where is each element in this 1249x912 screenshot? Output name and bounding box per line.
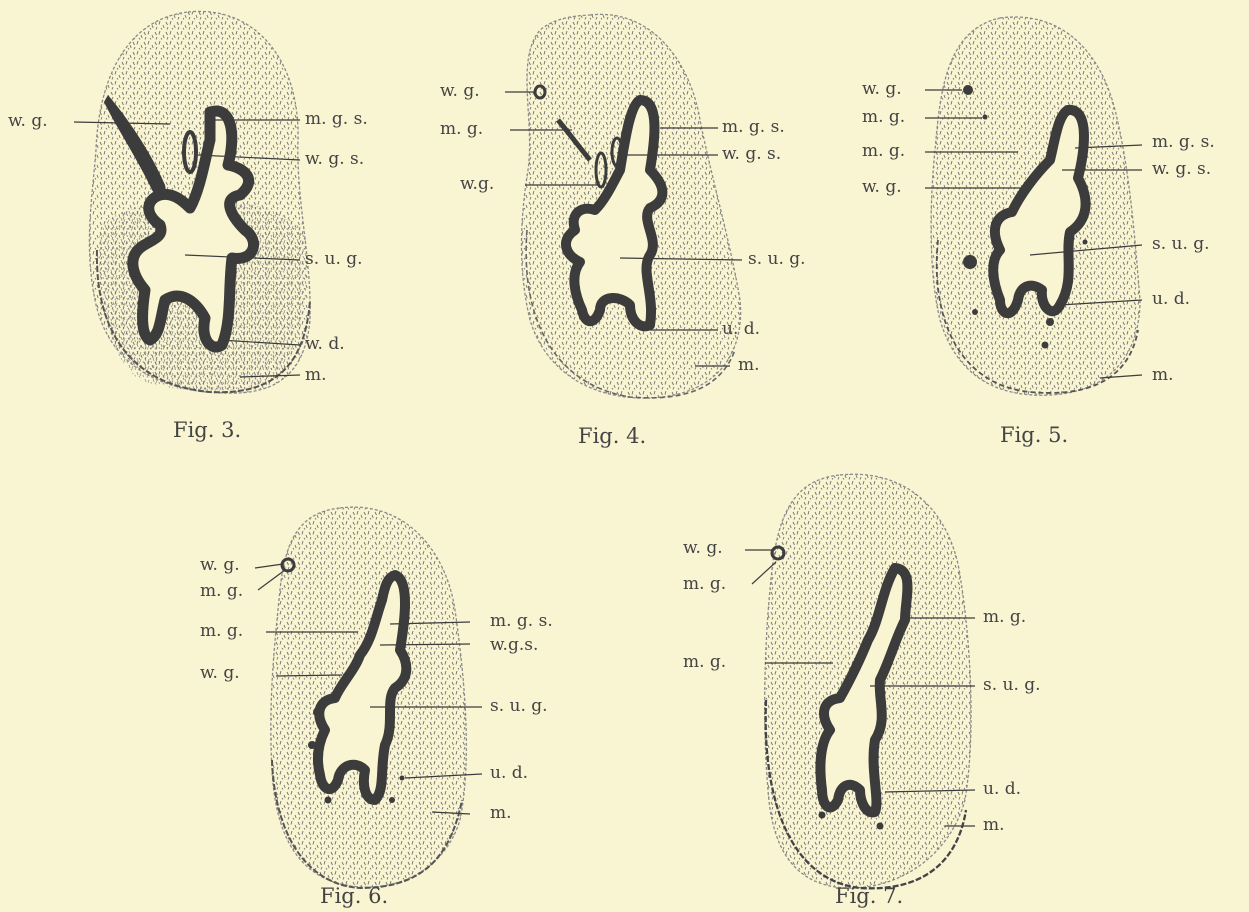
fig5-blob — [972, 309, 978, 315]
fig4-label-wg2: w.g. — [460, 175, 494, 193]
fig6-label-wg: w. g. — [200, 556, 240, 574]
fig7-label-ud: u. d. — [983, 780, 1021, 798]
fig4-caption: Fig. 4. — [578, 424, 646, 448]
fig6-blob — [325, 797, 332, 804]
fig7-label-m: m. — [983, 816, 1005, 834]
fig5-label-wg2: w. g. — [862, 178, 902, 196]
fig6-label-wg2: w. g. — [200, 664, 240, 682]
fig5-blob — [963, 255, 977, 269]
fig7-section — [765, 474, 971, 888]
fig5-label-sug: s. u. g. — [1152, 235, 1210, 253]
fig3-label-sug: s. u. g. — [305, 250, 363, 268]
fig6-label-sug: s. u. g. — [490, 697, 548, 715]
fig5-label-wgs: w. g. s. — [1152, 160, 1211, 178]
fig5-label-m: m. — [1152, 366, 1174, 384]
fig7-label-mg2: m. g. — [683, 653, 726, 671]
fig5-blob — [1046, 318, 1054, 326]
fig7-label-wg: w. g. — [683, 539, 723, 557]
fig5-label-mg2: m. g. — [862, 142, 905, 160]
fig6-blob — [389, 797, 395, 803]
fig6-label-wgs: w.g.s. — [490, 636, 538, 654]
fig4-label-m: m. — [738, 356, 760, 374]
fig3-caption: Fig. 3. — [173, 418, 241, 442]
fig5-wolffian-gland — [963, 85, 973, 95]
fig3-label-m: m. — [305, 366, 327, 384]
fig4-label-wgs: w. g. s. — [722, 145, 781, 163]
fig4-label-wg: w. g. — [440, 82, 480, 100]
fig3-label-wg: w. g. — [8, 112, 48, 130]
fig5-mullerian-gland — [983, 115, 988, 120]
fig5-label-mg: m. g. — [862, 108, 905, 126]
fig7-blob — [819, 812, 826, 819]
fig5-label-ud: u. d. — [1152, 290, 1190, 308]
fig6-label-mg: m. g. — [200, 582, 243, 600]
fig6-section — [271, 507, 467, 888]
fig6-label-mgs: m. g. s. — [490, 612, 553, 630]
fig5-caption: Fig. 5. — [1000, 423, 1068, 447]
fig4-section — [522, 14, 741, 398]
fig7-label-mg: m. g. — [683, 575, 726, 593]
fig5-section — [931, 17, 1140, 395]
fig7-blob — [877, 823, 884, 830]
fig7-label-mg3: m. g. — [983, 608, 1026, 626]
fig6-blob — [313, 707, 323, 717]
fig3-label-mgs: m. g. s. — [305, 110, 368, 128]
fig3-label-wgs: w. g. s. — [305, 150, 364, 168]
fig7-label-sug: s. u. g. — [983, 676, 1041, 694]
fig3-label-wd: w. d. — [305, 335, 345, 353]
fig6-caption: Fig. 6. — [320, 884, 388, 908]
fig6-label-ud: u. d. — [490, 764, 528, 782]
fig6-blob — [400, 776, 405, 781]
fig4-label-mg: m. g. — [440, 120, 483, 138]
fig6-blob — [308, 741, 316, 749]
fig7-caption: Fig. 7. — [835, 884, 903, 908]
fig6-label-mg2: m. g. — [200, 622, 243, 640]
fig5-blob — [1083, 240, 1088, 245]
fig6-label-m: m. — [490, 804, 512, 822]
fig4-label-sug: s. u. g. — [748, 250, 806, 268]
fig5-label-mgs: m. g. s. — [1152, 133, 1215, 151]
fig5-blob — [1042, 342, 1049, 349]
fig3-section — [89, 11, 310, 393]
fig5-label-wg: w. g. — [862, 80, 902, 98]
fig4-label-ud: u. d. — [722, 320, 760, 338]
fig4-label-mgs: m. g. s. — [722, 118, 785, 136]
